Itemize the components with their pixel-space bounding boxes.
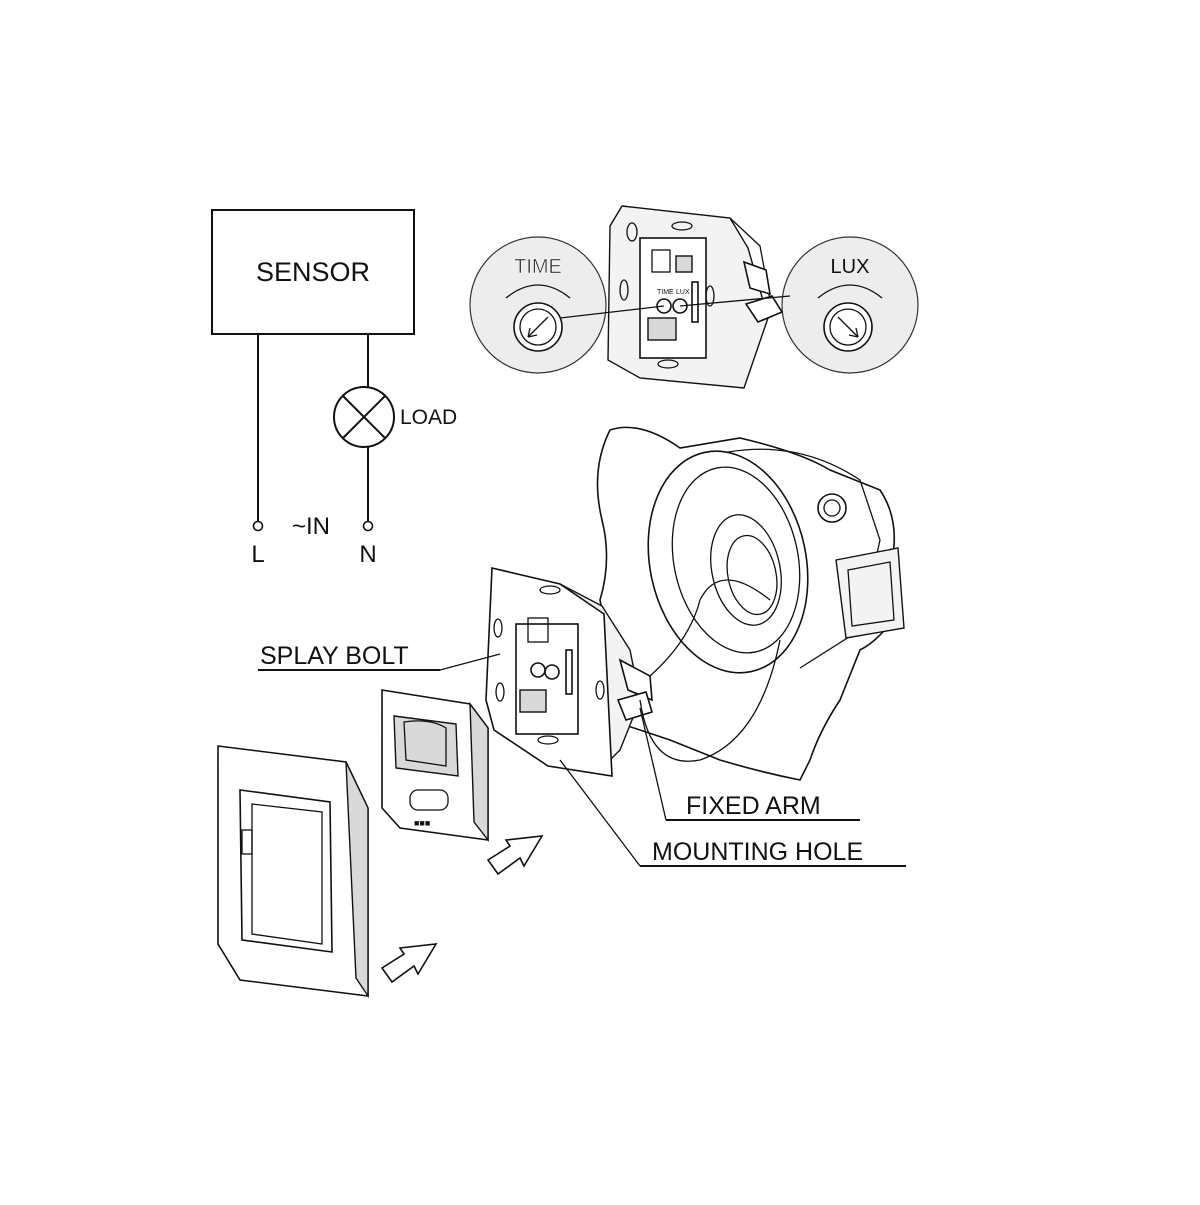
frame <box>217 745 369 999</box>
sensor-mechanism <box>485 567 781 777</box>
mounting-hole-label: MOUNTING HOLE <box>652 838 863 866</box>
time-dial-callout: TIME <box>469 236 607 374</box>
lux-label: LUX <box>831 256 870 278</box>
time-label: TIME <box>514 256 562 278</box>
fixed-arm-leader <box>639 707 667 821</box>
mounting-hole-leader <box>559 759 641 867</box>
neutral-label: N <box>359 541 376 568</box>
small-time-label: TIME <box>657 289 674 296</box>
line-label: L <box>251 541 264 568</box>
installation-view: ■■■ <box>217 426 905 999</box>
lamp-symbol <box>333 386 395 448</box>
insert-arrow-1 <box>486 835 544 876</box>
splay-bolt-leader <box>439 653 501 671</box>
splay-bolt-label: SPLAY BOLT <box>260 642 409 670</box>
sensor-module-top: TIME LUX <box>559 205 791 389</box>
sensor-box <box>211 209 415 335</box>
wiring-diagram: SENSOR LOAD ~IN L N <box>211 209 457 568</box>
sensor-label: SENSOR <box>256 257 370 287</box>
insert-arrow-2 <box>380 943 438 984</box>
input-label: ~IN <box>292 513 330 540</box>
cover-mark: ■■■ <box>414 818 430 828</box>
adjustment-detail: TIME LUX TIME LUX <box>469 205 919 389</box>
load-label: LOAD <box>400 406 457 429</box>
callouts: SPLAY BOLT FIXED ARM MOUNTING HOLE <box>258 642 906 867</box>
line-terminal <box>252 520 264 532</box>
lux-dial-callout: LUX <box>781 236 919 374</box>
sensor-cover: ■■■ <box>381 689 489 843</box>
flush-box <box>647 448 905 674</box>
small-lux-label: LUX <box>676 289 690 296</box>
fixed-arm-label: FIXED ARM <box>686 792 821 820</box>
neutral-terminal <box>362 520 374 532</box>
